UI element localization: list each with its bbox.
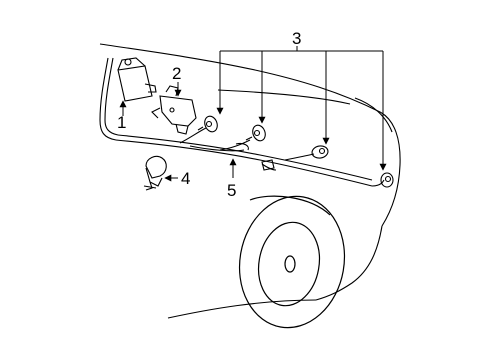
callout-5: 5 xyxy=(227,181,236,200)
leader-lines xyxy=(119,46,387,182)
callout-4: 4 xyxy=(181,169,190,188)
mounting-bracket xyxy=(151,85,197,135)
part-4-component xyxy=(143,155,167,191)
sensor-right xyxy=(380,172,394,188)
sensor-left xyxy=(197,115,218,133)
callout-1: 1 xyxy=(117,113,126,132)
sensor-center-left xyxy=(245,124,266,142)
callout-2: 2 xyxy=(172,64,181,83)
harness-connector xyxy=(235,142,275,171)
vehicle-body-outline xyxy=(99,43,401,319)
rear-tire xyxy=(238,195,346,329)
control-unit xyxy=(117,57,157,102)
sensor-center-right xyxy=(311,145,329,159)
callout-3: 3 xyxy=(292,29,301,48)
wire-harness xyxy=(99,57,385,187)
